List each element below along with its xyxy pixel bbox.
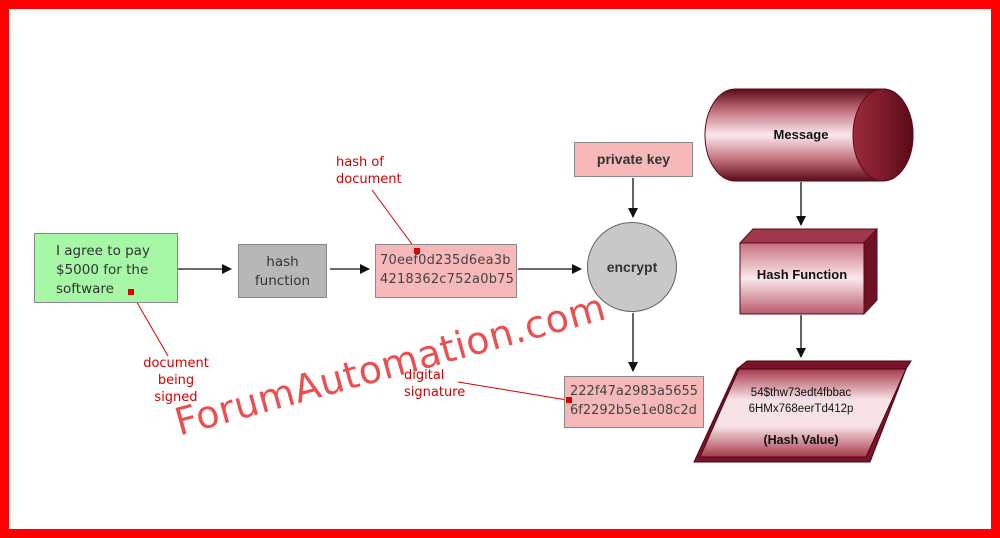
hash-function-line-1: hash xyxy=(266,254,299,270)
annotation-line: digital xyxy=(404,368,445,383)
annotation-line: document xyxy=(336,172,402,187)
annotation-hash-of-document: hash of document xyxy=(336,154,402,188)
message-label: Message xyxy=(773,127,829,142)
annotation-line: being xyxy=(157,373,195,388)
leader-hash-of-document xyxy=(371,189,418,252)
annotation-line: signed xyxy=(154,390,198,405)
hash-value-parallelogram-shape xyxy=(693,360,912,463)
hash-function-line-2: function xyxy=(254,273,311,289)
document-box: I agree to pay $5000 for the software xyxy=(34,233,178,303)
digital-signature-box: 222f47a2983a5655 6f2292b5e1e08c2d xyxy=(564,376,704,428)
signature-line-2: 6f2292b5e1e08c2d xyxy=(570,403,697,418)
document-marker xyxy=(128,289,134,295)
hash-value-line-1: 70eef0d235d6ea3b xyxy=(380,253,511,268)
message-cylinder-shape xyxy=(704,88,914,182)
annotation-line: signature xyxy=(404,385,466,400)
private-key-box: private key xyxy=(574,142,693,177)
hash-output-text: 54$thw73edt4fbbac 6HMx768eerTd412p xyxy=(716,385,886,417)
annotation-line: document xyxy=(143,356,209,371)
annotation-line: hash of xyxy=(336,155,384,170)
signature-line-1: 222f47a2983a5655 xyxy=(570,384,699,399)
annotation-document-being-signed: document being signed xyxy=(141,355,211,406)
signature-marker xyxy=(566,397,572,403)
hash-value-line-2: 4218362c752a0b75 xyxy=(380,272,515,287)
encrypt-circle: encrypt xyxy=(587,222,677,312)
leader-digital-signature xyxy=(457,381,568,401)
document-line-1: I agree to pay xyxy=(56,243,150,259)
hash-output-line-1: 54$thw73edt4fbbac xyxy=(750,387,852,399)
hash-function-box: hash function xyxy=(238,244,327,298)
annotation-digital-signature: digital signature xyxy=(404,367,465,401)
hash-function-label: Hash Function xyxy=(756,267,848,282)
hash-output-line-2: 6HMx768eerTd412p xyxy=(748,403,854,415)
hash-value-marker xyxy=(414,248,420,254)
document-line-2: $5000 for the xyxy=(56,262,149,278)
hash-value-label: (Hash Value) xyxy=(763,433,839,447)
document-line-3: software xyxy=(56,281,114,297)
hash-value-box: 70eef0d235d6ea3b 4218362c752a0b75 xyxy=(375,244,517,298)
hash-function-cube-shape xyxy=(738,227,879,316)
